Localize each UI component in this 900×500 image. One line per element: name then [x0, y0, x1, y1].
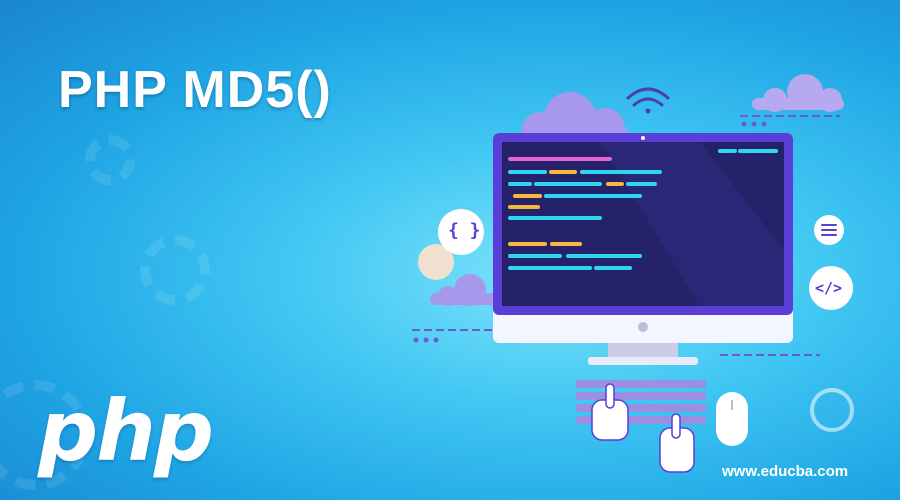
decor-lines — [412, 115, 840, 356]
cloud-bottom-left — [430, 274, 500, 306]
mouse-icon — [716, 392, 748, 446]
menu-bubble — [814, 215, 844, 245]
braces-bubble — [418, 209, 484, 280]
decor-dots — [413, 121, 767, 343]
code-tag-icon: </> — [815, 279, 843, 297]
hand-icon — [591, 383, 695, 473]
page-title: PHP MD5() — [58, 61, 332, 119]
braces-icon: { } — [448, 220, 481, 241]
glow-ring — [810, 388, 854, 432]
cloud-top-right — [752, 74, 844, 112]
background-gear-icon — [85, 135, 135, 185]
background-gear-icon — [140, 235, 210, 305]
background-gear-icon — [0, 380, 90, 490]
code-lines — [508, 149, 778, 270]
tag-bubble — [809, 266, 853, 310]
wifi-icon — [626, 87, 670, 114]
website-url[interactable]: www.educba.com — [722, 463, 849, 480]
php-logo: php — [38, 382, 214, 480]
monitor — [493, 133, 793, 365]
